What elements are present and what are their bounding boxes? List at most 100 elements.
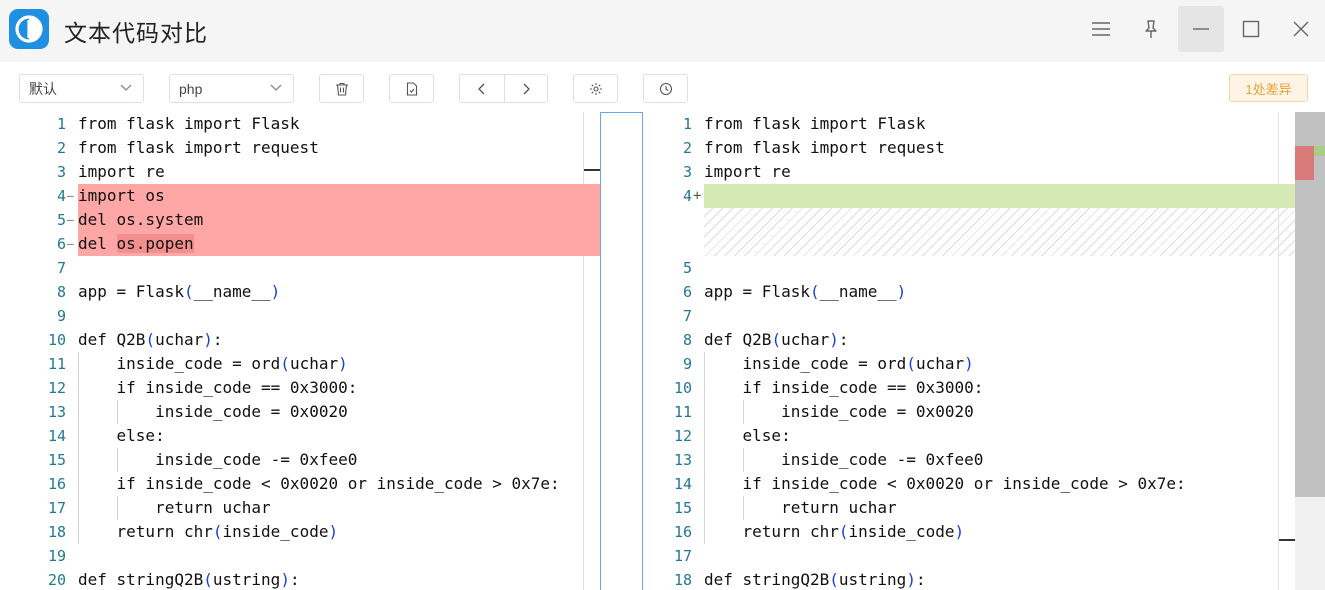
previous-diff-button[interactable] [460,75,504,102]
deletion-marker: — [67,213,74,226]
code-text: del os.popen [78,234,194,253]
line-number: 11 [673,403,692,421]
line-number: 19 [47,547,66,565]
code-text: def stringQ2B(ustring): [704,570,926,589]
line-number: 16 [673,523,692,541]
line-number: 18 [47,523,66,541]
overview-deletion-marker [1295,146,1314,180]
line-number: 3 [682,163,692,181]
code-line: 10 if inside_code == 0x3000: [643,376,1295,400]
pin-button[interactable] [1128,6,1174,52]
code-line: 11 inside_code = ord(uchar) [0,352,600,376]
code-line: 11 inside_code = 0x0020 [643,400,1295,424]
indent-guide [117,496,118,520]
chevron-left-icon [477,83,485,94]
ruler-line [1278,112,1279,590]
code-line: 18 def stringQ2B(ustring): [643,568,1295,590]
theme-select[interactable]: 默认 [19,74,144,103]
minimize-button[interactable] [1178,6,1224,52]
close-button[interactable] [1278,6,1324,52]
indent-guide [117,448,118,472]
chevron-right-icon [523,83,530,94]
close-icon [1293,21,1309,37]
settings-button[interactable] [573,74,618,103]
scroll-marker [584,169,600,171]
app-logo-icon [9,9,49,49]
code-line: 12 else: [643,424,1295,448]
language-select-value: php [179,80,203,97]
deletion-marker: — [67,237,74,250]
line-number: 1 [56,115,66,133]
code-text: if inside_code == 0x3000: [704,378,984,397]
code-text: inside_code = ord(uchar) [704,354,974,373]
deleted-line-highlight [78,208,600,232]
line-number: 10 [47,331,66,349]
next-diff-button[interactable] [503,75,548,102]
code-text: from flask import Flask [704,114,926,133]
line-number: 14 [47,427,66,445]
code-text: app = Flask(__name__) [78,282,281,301]
line-number: 12 [47,379,66,397]
chevron-down-icon [120,84,132,91]
language-select[interactable]: php [169,74,294,103]
code-text: from flask import request [704,138,945,157]
overview-ruler[interactable] [1295,112,1325,590]
line-number: 1 [682,115,692,133]
file-icon [406,81,417,96]
line-number: 8 [56,283,66,301]
line-number: 18 [673,571,692,589]
code-text: if inside_code == 0x3000: [78,378,358,397]
line-number: 6 [682,283,692,301]
clear-button[interactable] [319,74,364,103]
line-number: 17 [47,499,66,517]
line-number: 15 [673,499,692,517]
code-line: 4—import os [0,184,600,208]
code-line: 17 [643,544,1295,568]
added-line-highlight [704,184,1295,208]
code-line: 13 inside_code = 0x0020 [0,400,600,424]
code-line: 17 return uchar [0,496,600,520]
line-number: 17 [673,547,692,565]
title-bar: 文本代码对比 [0,0,1325,62]
code-line: 7 [643,304,1295,328]
line-number: 15 [47,451,66,469]
maximize-button[interactable] [1228,6,1274,52]
line-number: 14 [673,475,692,493]
code-text: return chr(inside_code) [704,522,965,541]
code-text: import re [78,162,165,181]
line-number: 11 [47,355,66,373]
line-number: 5 [56,211,66,229]
indent-guide [743,400,744,424]
gear-icon [589,82,602,95]
code-line: 16 return chr(inside_code) [643,520,1295,544]
menu-icon [1092,22,1110,36]
code-line: 10 def Q2B(uchar): [0,328,600,352]
indent-guide [704,352,705,544]
code-text: inside_code -= 0xfee0 [704,450,984,469]
indent-guide [117,400,118,424]
code-line: 18 return chr(inside_code) [0,520,600,544]
code-line: 15 return uchar [643,496,1295,520]
code-line: 9 [0,304,600,328]
ruler-line [583,112,584,590]
line-number: 13 [47,403,66,421]
code-line: 3 import re [643,160,1295,184]
code-text: import os [78,186,165,205]
code-text: import re [704,162,791,181]
code-text: inside_code -= 0xfee0 [78,450,358,469]
line-number: 4 [682,187,692,205]
open-file-button[interactable] [389,74,434,103]
history-button[interactable] [643,74,688,103]
code-text: else: [704,426,791,445]
deletion-marker: — [67,189,74,202]
menu-button[interactable] [1078,6,1124,52]
code-text: def Q2B(uchar): [78,330,223,349]
